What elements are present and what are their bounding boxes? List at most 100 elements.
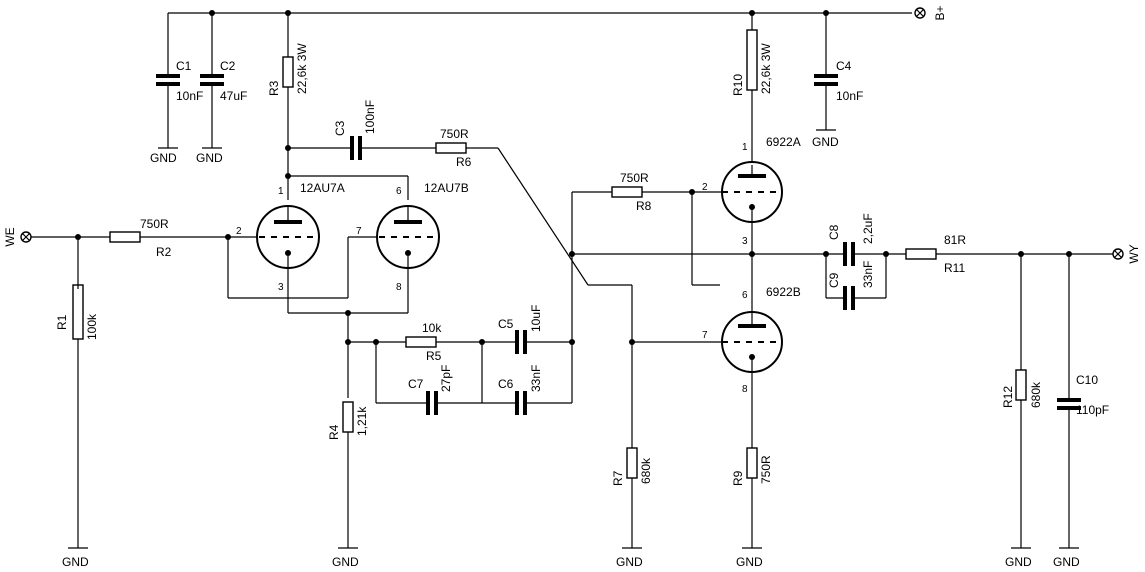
resistor-r4-ref: R4 [327,424,341,440]
resistor-r10-value: 22,6k 3W [759,43,773,94]
terminal-out: WY [1112,244,1141,264]
capacitor-c1: C1 10nF [156,59,203,103]
resistor-r9-value: 750R [759,455,773,484]
capacitor-c9-ref: C9 [827,272,841,288]
capacitor-c8: C8 2,2uF [827,213,875,266]
capacitor-c1-ref: C1 [176,59,192,73]
junctions [75,10,1072,345]
tube-6922a-label: 6922A [766,135,801,149]
resistor-r11-ref: R11 [944,261,965,275]
capacitor-c6-ref: C6 [498,377,514,391]
capacitor-c1-value: 10nF [176,89,203,103]
resistor-r1-value: 100k [85,313,99,340]
tube-12au7b-pin6: 6 [396,186,402,197]
tube-12au7b-pin7: 7 [356,226,362,237]
tube-6922a-c4-ground-label: GND [812,135,839,149]
resistor-r3-ref: R3 [267,80,281,96]
tube-6922b-pin6: 6 [742,290,748,301]
resistor-r6: 750R R6 [435,127,472,169]
capacitor-c7: C7 27pF [408,365,453,415]
resistor-r6-value: 750R [440,127,469,141]
capacitor-c2-value: 47uF [220,89,247,103]
capacitor-c10-value: 110pF [1076,403,1109,417]
resistor-r12-ref: R12 [1001,386,1015,408]
ground-c1: GND [150,147,178,165]
tube-6922a-pin2: 2 [702,182,708,193]
resistor-r12-value: 680k [1029,381,1043,408]
wires [30,12,1113,548]
ground-r9-label: GND [736,555,763,569]
ground-r4-label: GND [332,555,359,569]
terminal-in-label: WE [3,227,17,246]
capacitor-c4-value: 10nF [836,89,863,103]
capacitor-c9-value: 33nF [861,261,875,288]
ground-c10: GND [1053,547,1080,569]
resistor-r10-ref: R10 [731,74,745,96]
tube-6922b-pin8: 8 [742,384,748,395]
capacitor-c9: C9 33nF [827,261,875,310]
ground-c2-label: GND [196,151,223,165]
capacitor-c3: C3 100nF [333,100,377,160]
capacitor-c6: C6 33nF [498,365,543,415]
ground-r12: GND [1005,547,1032,569]
capacitor-c3-ref: C3 [333,120,347,136]
resistor-r5-value: 10k [422,321,442,335]
terminal-in: WE [3,227,32,247]
capacitor-c7-value: 27pF [439,365,453,392]
ground-r1: GND [62,547,89,569]
resistor-r5: 10k R5 [405,321,442,363]
resistor-r12: R12 680k [1001,369,1043,408]
capacitor-c5-ref: C5 [498,317,514,331]
tube-12au7a-pin1: 1 [278,186,284,197]
grounds: GND GND GND GND GND GND GND [62,129,1080,569]
tube-6922a-pin3: 3 [742,236,748,247]
capacitor-c5: C5 10uF [498,305,543,354]
tube-12au7a: 12AU7A 1 2 3 [236,181,345,293]
terminal-bplus: B+ [914,5,947,21]
resistor-r3: R3 22,6k 3W [267,43,309,96]
capacitor-c4-ref: C4 [836,59,852,73]
resistor-r8: 750R R8 [611,171,652,213]
tube-6922b: 6922B 6 7 8 [702,285,801,395]
resistor-r4: R4 1,21k [327,401,369,440]
capacitor-c7-ref: C7 [408,377,424,391]
tube-12au7a-label: 12AU7A [300,181,345,195]
resistor-r4-value: 1,21k [355,406,369,436]
capacitor-c3-value: 100nF [363,100,377,134]
ground-r9: GND [736,547,763,569]
resistor-r1-ref: R1 [55,314,69,330]
tube-12au7b: 12AU7B 6 7 8 [356,181,469,293]
resistor-r11-value: 81R [944,233,966,247]
resistor-r11: 81R R11 [905,233,966,275]
tube-12au7a-pin3: 3 [278,282,284,293]
tube-12au7a-pin2: 2 [236,226,242,237]
tube-6922b-pin7: 7 [702,330,708,341]
ground-r7: GND [616,547,643,569]
ground-r7-label: GND [616,555,643,569]
capacitor-c10: C10 110pF [1057,373,1109,417]
ground-c10-label: GND [1053,555,1080,569]
tube-12au7b-pin8: 8 [396,282,402,293]
terminal-bplus-label: B+ [933,5,947,20]
resistor-r1: R1 100k [55,284,99,340]
ground-c1-label: GND [150,151,177,165]
resistor-r2-ref: R2 [156,245,172,259]
resistor-r5-ref: R5 [426,349,442,363]
tube-12au7b-label: 12AU7B [424,181,469,195]
resistor-r7-value: 680k [639,457,653,484]
ground-r1-label: GND [62,555,89,569]
capacitor-c2-ref: C2 [220,59,236,73]
resistor-r8-value: 750R [620,171,649,185]
capacitor-c8-value: 2,2uF [861,213,875,244]
resistor-r9-ref: R9 [731,470,745,486]
tube-6922a-pin1: 1 [742,142,748,153]
capacitor-c8-ref: C8 [827,224,841,240]
capacitor-c5-value: 10uF [529,305,543,332]
capacitor-c6-value: 33nF [529,365,543,392]
resistor-r8-ref: R8 [636,199,652,213]
resistor-r2-value: 750R [140,217,169,231]
ground-r12-label: GND [1005,555,1032,569]
resistor-r3-value: 22,6k 3W [295,43,309,94]
resistor-r2: 750R R2 [109,217,172,259]
